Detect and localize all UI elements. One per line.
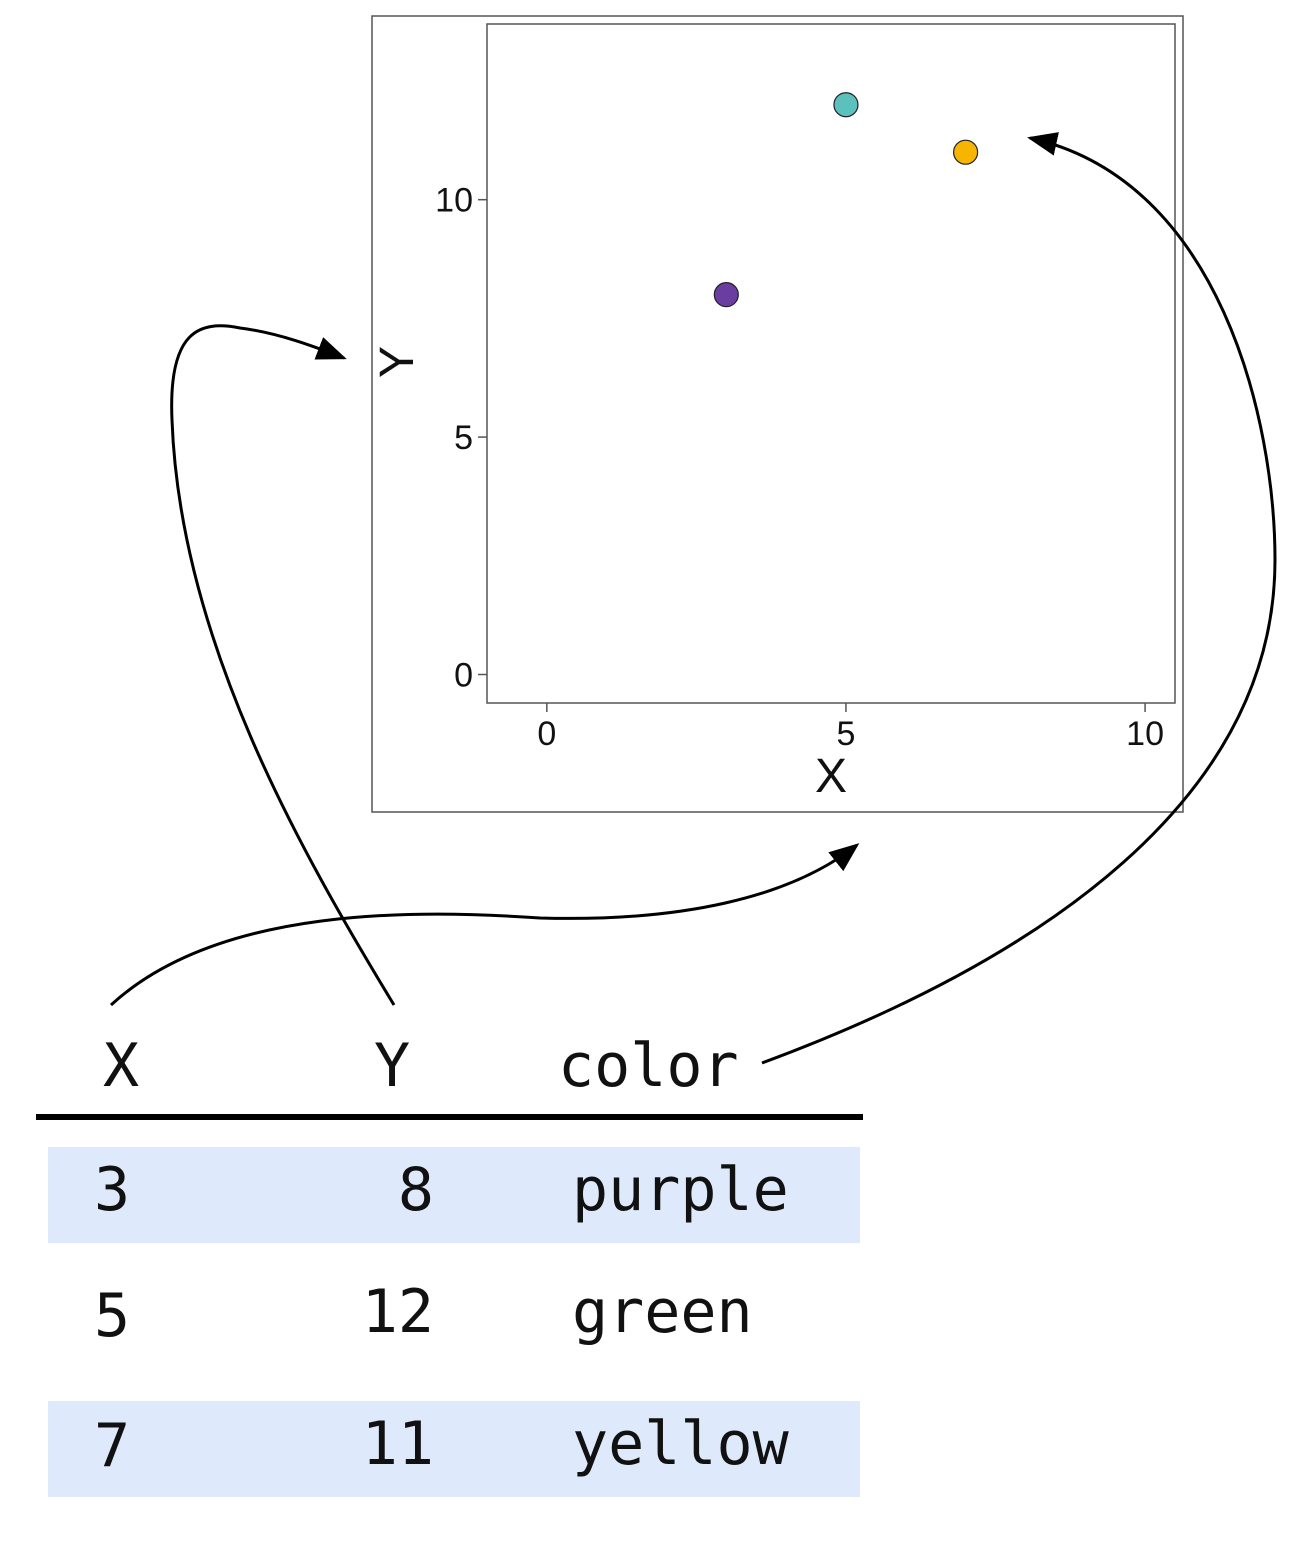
x-tick-label: 0 — [537, 715, 556, 753]
table-cell-y: 11 — [362, 1409, 434, 1479]
x-axis-ticks: 0 5 10 — [537, 703, 1164, 753]
data-point — [953, 139, 979, 165]
y-tick-label: 10 — [435, 182, 473, 220]
data-table: X Y color 3 8 purple 5 12 green 7 11 yel… — [36, 1031, 863, 1497]
table-cell-y: 8 — [398, 1155, 434, 1225]
data-point — [713, 282, 739, 308]
table-cell-x: 3 — [94, 1155, 130, 1225]
scatter-plot: 0 5 10 0 5 10 X Y — [371, 15, 1184, 813]
plot-panel-border — [486, 23, 1176, 704]
x-tick-label: 5 — [836, 715, 855, 753]
y-tick-label: 0 — [454, 657, 473, 695]
table-cell-x: 5 — [94, 1281, 130, 1351]
x-tick-label: 10 — [1126, 715, 1164, 753]
data-points — [713, 92, 979, 308]
mapping-arrows — [109, 132, 1277, 1065]
data-point — [833, 92, 859, 118]
table-header-x: X — [103, 1031, 139, 1101]
arrow-x-to-x-axis — [109, 843, 860, 1007]
y-axis-title: Y — [371, 346, 424, 378]
arrow-y-to-y-axis — [170, 324, 396, 1006]
y-axis-ticks: 0 5 10 — [435, 182, 487, 695]
x-axis-title: X — [815, 750, 847, 803]
table-header-y: Y — [374, 1031, 410, 1101]
table-header-color: color — [558, 1031, 739, 1101]
table-cell-color: yellow — [572, 1409, 790, 1479]
table-cell-color: green — [572, 1277, 753, 1347]
y-tick-label: 5 — [454, 419, 473, 457]
table-row-bg-1 — [48, 1147, 860, 1243]
table-cell-x: 7 — [94, 1411, 130, 1481]
table-row-bg-3 — [48, 1401, 860, 1497]
arrow-color-to-points — [761, 132, 1277, 1065]
table-cell-y: 12 — [362, 1277, 434, 1347]
table-cell-color: purple — [572, 1155, 789, 1225]
